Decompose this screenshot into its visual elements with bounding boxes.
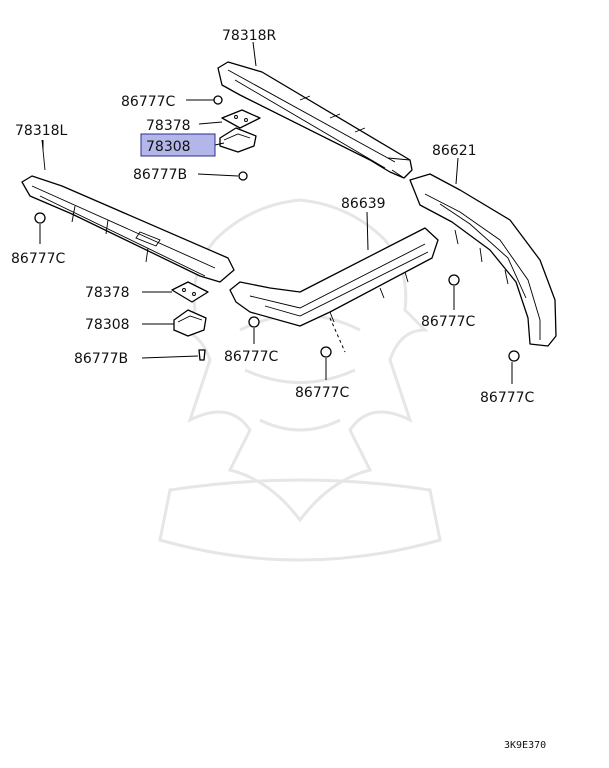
label-86777B-top[interactable]: 86777B: [133, 167, 187, 183]
part-78308-top: [219, 127, 257, 153]
highlight-box: [140, 133, 216, 157]
label-86639[interactable]: 86639: [341, 196, 386, 212]
part-78318R: [217, 61, 413, 179]
label-78318L[interactable]: 78318L: [15, 123, 68, 139]
fastener-clips: [34, 95, 520, 362]
label-78308-mid[interactable]: 78308: [85, 317, 130, 333]
label-86777C-left[interactable]: 86777C: [11, 251, 66, 267]
part-78308-mid: [173, 309, 207, 337]
part-78318L: [21, 139, 235, 283]
label-78378-mid[interactable]: 78378: [85, 285, 130, 301]
part-labels: 78318R 86777C 78378 78308 86777B 78318L …: [11, 28, 546, 751]
label-78318R[interactable]: 78318R: [222, 28, 277, 44]
label-86777C-mid-b[interactable]: 86777C: [295, 385, 350, 401]
part-78378-top: [221, 109, 261, 129]
label-78378-top[interactable]: 78378: [146, 118, 191, 134]
label-86777C-top[interactable]: 86777C: [121, 94, 176, 110]
label-86777C-far[interactable]: 86777C: [480, 390, 535, 406]
part-86621: [409, 173, 557, 347]
label-86777C-mid-a[interactable]: 86777C: [224, 349, 279, 365]
label-86777C-right[interactable]: 86777C: [421, 314, 476, 330]
label-86777B-mid[interactable]: 86777B: [74, 351, 128, 367]
label-78308-top[interactable]: 78308: [146, 139, 191, 155]
leader-lines: [39, 41, 513, 384]
part-78378-mid: [171, 281, 209, 303]
part-86639: [229, 227, 439, 327]
label-86621[interactable]: 86621: [432, 143, 477, 159]
diagram-code: 3K9E370: [504, 740, 546, 751]
